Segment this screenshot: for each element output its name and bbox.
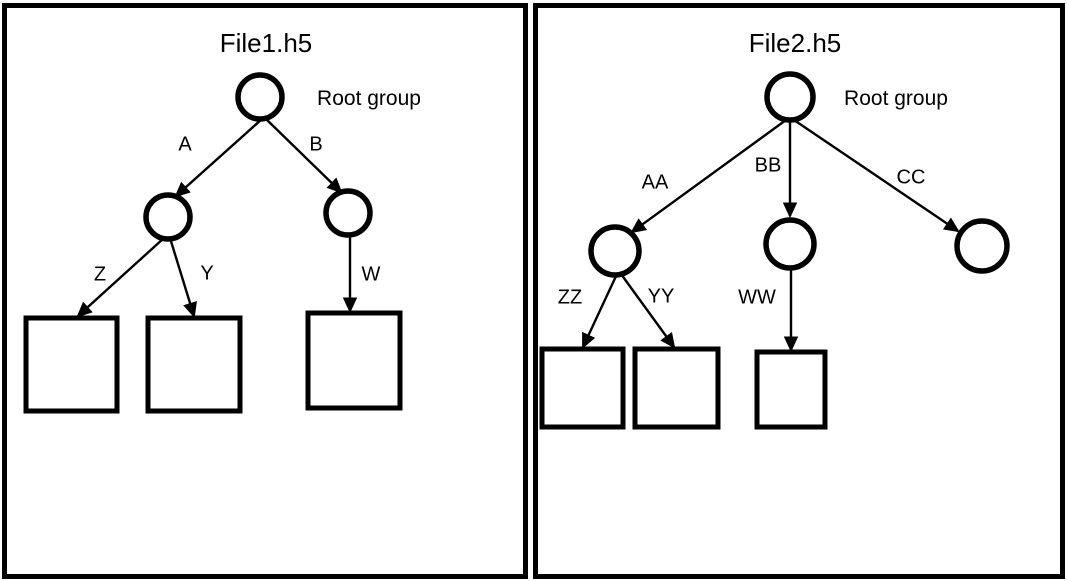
panel-file1 bbox=[2, 3, 528, 579]
root-group-label-file1: Root group bbox=[317, 87, 421, 110]
edge-label-Y: Y bbox=[200, 262, 214, 285]
edge-label-AA: AA bbox=[641, 171, 669, 194]
edge-label-CC: CC bbox=[896, 166, 926, 189]
edge-label-Z: Z bbox=[93, 263, 107, 286]
edge-label-WW: WW bbox=[738, 286, 776, 309]
edge-label-YY: YY bbox=[647, 285, 675, 308]
edge-label-A: A bbox=[178, 133, 192, 156]
panel-file2 bbox=[533, 3, 1065, 579]
edge-label-W: W bbox=[361, 263, 381, 286]
edge-label-ZZ: ZZ bbox=[557, 286, 583, 309]
panel-title-file2: File2.h5 bbox=[748, 28, 842, 58]
edge-label-B: B bbox=[309, 133, 323, 156]
panel-title-file1: File1.h5 bbox=[219, 28, 313, 58]
root-group-label-file2: Root group bbox=[844, 87, 948, 110]
edge-label-BB: BB bbox=[754, 154, 782, 177]
